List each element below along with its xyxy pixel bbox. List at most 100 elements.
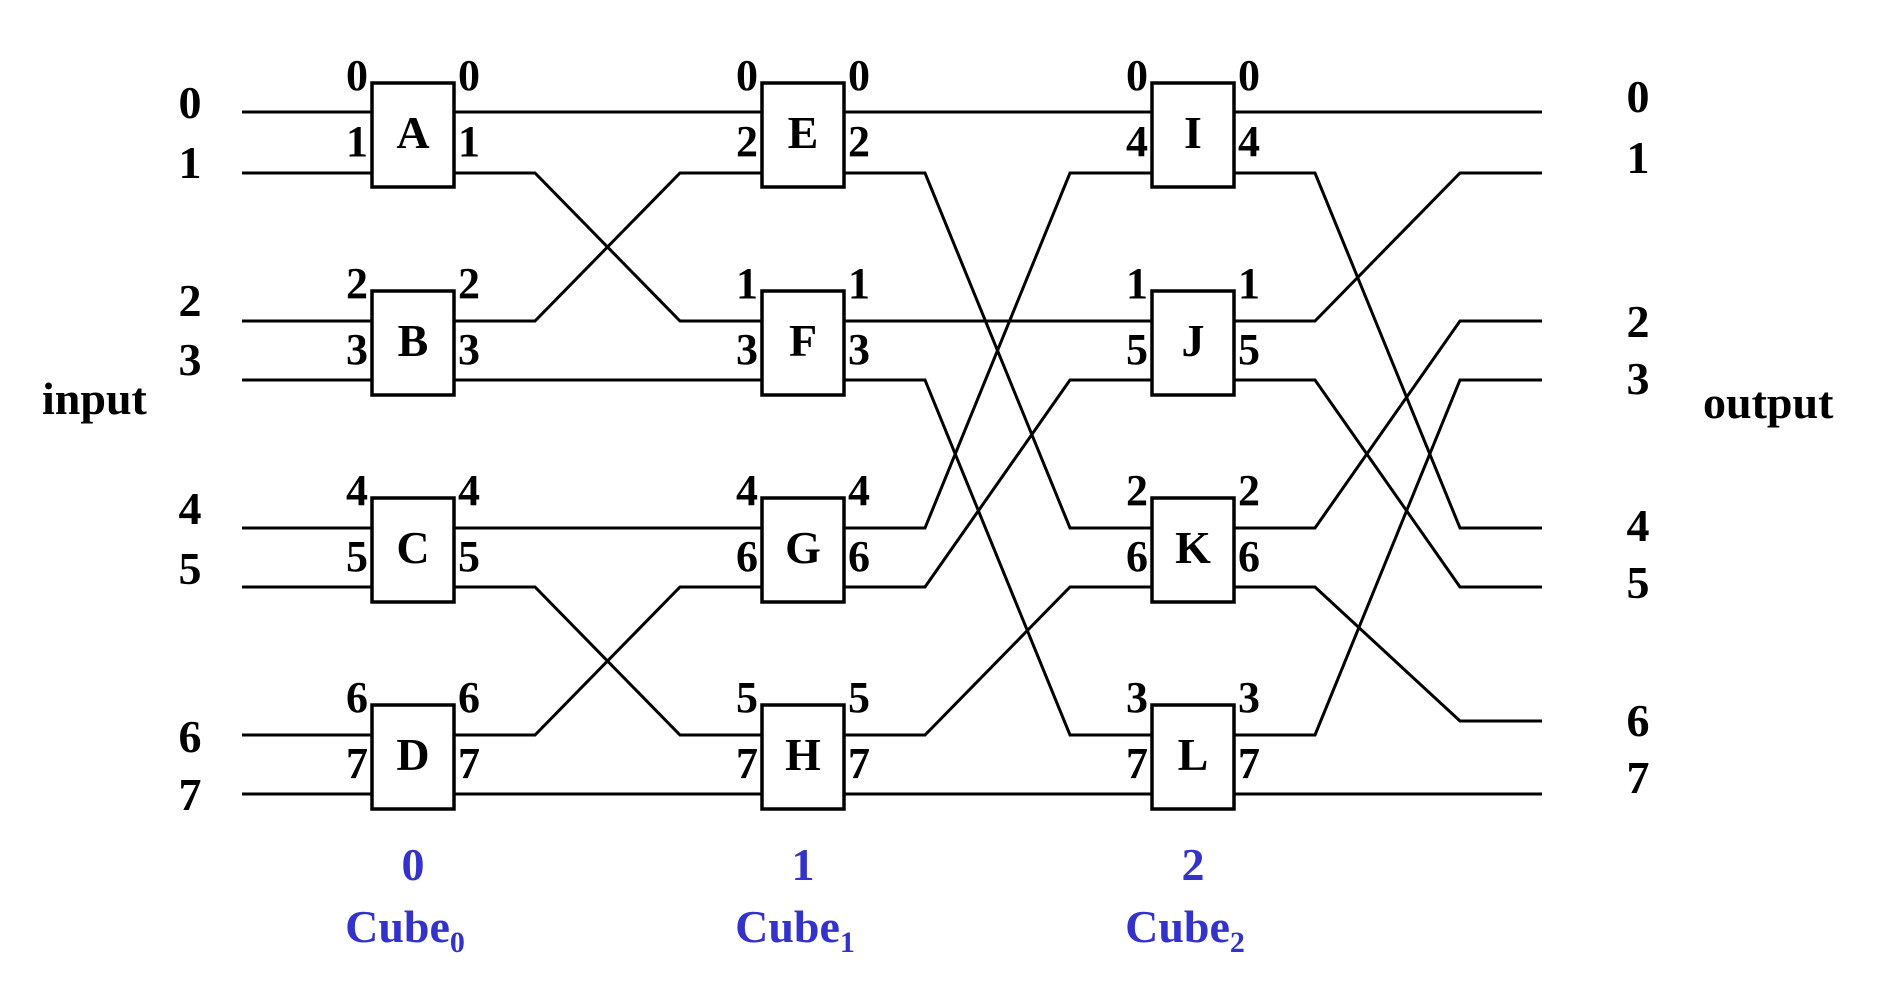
port-label-out-top: 0	[1238, 51, 1260, 100]
port-label-out-top: 0	[848, 51, 870, 100]
switch-box	[370, 81, 456, 189]
switch-name: F	[789, 315, 817, 366]
wires-layer	[242, 110, 1542, 796]
port-label-in-bottom: 7	[736, 739, 758, 788]
cube-name: Cube	[345, 901, 450, 952]
switch-name: L	[1178, 729, 1209, 780]
switch-g: G4 6 4 6	[736, 466, 870, 604]
switch-box	[370, 496, 456, 604]
output-wire	[1234, 378, 1542, 737]
link-wire	[454, 585, 762, 737]
output-port-label: 1	[1627, 132, 1650, 183]
port-label-in-top: 0	[1126, 51, 1148, 100]
stage-number: 1	[792, 839, 815, 890]
link-wire	[844, 378, 1152, 737]
port-label-out-bottom: 4	[1238, 117, 1260, 166]
port-label-in-top: 2	[346, 259, 368, 308]
switch-box	[760, 81, 846, 189]
port-label-out-top: 0	[458, 51, 480, 100]
cube-name: Cube	[735, 901, 840, 952]
stage-cube-label: Cube1	[735, 901, 855, 959]
switch-box	[1150, 289, 1236, 397]
switch-name: C	[396, 522, 429, 573]
port-label-out-top: 2	[1238, 466, 1260, 515]
stage-cube-label: Cube2	[1125, 901, 1245, 959]
switch-box	[760, 496, 846, 604]
input-port-label: 3	[179, 334, 202, 385]
switch-name: A	[396, 107, 429, 158]
port-label-out-top: 1	[848, 259, 870, 308]
port-label-out-top: 3	[1238, 673, 1260, 722]
port-label-out-bottom: 6	[848, 532, 870, 581]
stage-number: 2	[1182, 839, 1205, 890]
port-label-out-bottom: 2	[848, 117, 870, 166]
switch-box	[760, 703, 846, 811]
port-label-in-top: 2	[1126, 466, 1148, 515]
port-label-out-bottom: 5	[458, 532, 480, 581]
port-label-in-top: 6	[346, 673, 368, 722]
link-wire	[844, 378, 1152, 589]
output-wire	[1234, 378, 1542, 589]
port-label-in-bottom: 7	[1126, 739, 1148, 788]
switch-name: I	[1184, 107, 1202, 158]
input-port-label: 0	[179, 77, 202, 128]
output-wire	[1234, 171, 1542, 323]
port-label-in-bottom: 6	[736, 532, 758, 581]
switch-box	[1150, 496, 1236, 604]
output-port-label: 4	[1627, 500, 1650, 551]
port-label-in-top: 5	[736, 673, 758, 722]
input-port-label: 6	[179, 711, 202, 762]
input-port-label: 7	[179, 769, 202, 820]
port-label-out-bottom: 7	[458, 739, 480, 788]
port-label-out-bottom: 5	[1238, 325, 1260, 374]
port-label-in-bottom: 3	[736, 325, 758, 374]
port-label-out-top: 4	[848, 466, 870, 515]
cube-subscript: 2	[1230, 926, 1245, 959]
switch-box	[370, 703, 456, 811]
port-label-out-bottom: 3	[458, 325, 480, 374]
output-port-label: 3	[1627, 353, 1650, 404]
switch-name: J	[1182, 315, 1205, 366]
port-label-in-top: 1	[1126, 259, 1148, 308]
port-label-in-bottom: 2	[736, 117, 758, 166]
switch-i: I0 4 0 4	[1126, 51, 1260, 189]
input-port-label: 1	[179, 137, 202, 188]
port-label-in-bottom: 3	[346, 325, 368, 374]
port-label-in-bottom: 7	[346, 739, 368, 788]
port-label-out-top: 1	[1238, 259, 1260, 308]
port-label-in-top: 4	[736, 466, 758, 515]
output-port-label: 6	[1627, 695, 1650, 746]
link-wire	[844, 585, 1152, 737]
switch-box	[1150, 81, 1236, 189]
cube-subscript: 1	[840, 926, 855, 959]
port-label-in-top: 3	[1126, 673, 1148, 722]
output-wire	[1234, 171, 1542, 530]
labels-layer: input output 0Cube01Cube12Cube2012345670…	[42, 71, 1834, 959]
switch-name: G	[785, 522, 821, 573]
port-label-out-bottom: 7	[1238, 739, 1260, 788]
port-label-in-top: 0	[346, 51, 368, 100]
stage-cube-label: Cube0	[345, 901, 465, 959]
output-wire	[1234, 585, 1542, 723]
output-wire	[1234, 319, 1542, 530]
port-label-in-top: 0	[736, 51, 758, 100]
output-port-label: 0	[1627, 71, 1650, 122]
switch-name: B	[398, 315, 429, 366]
port-label-in-bottom: 1	[346, 117, 368, 166]
port-label-in-bottom: 5	[1126, 325, 1148, 374]
switch-l: L3 7 3 7	[1126, 673, 1260, 811]
port-label-out-bottom: 3	[848, 325, 870, 374]
input-port-label: 2	[179, 275, 202, 326]
switch-box	[370, 289, 456, 397]
port-label-in-bottom: 4	[1126, 117, 1148, 166]
switch-boxes-layer: A0101B2323C4545D6767E0202F1313G4646H5757…	[346, 51, 1260, 811]
port-label-in-top: 1	[736, 259, 758, 308]
port-label-out-bottom: 7	[848, 739, 870, 788]
input-port-label: 4	[179, 483, 202, 534]
switch-box	[760, 289, 846, 397]
switch-name: H	[785, 729, 821, 780]
